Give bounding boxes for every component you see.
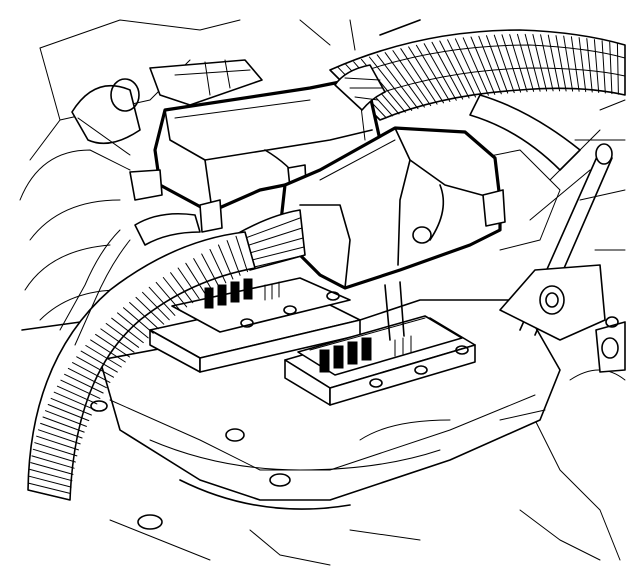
harness-rib: [148, 286, 176, 316]
harness-rib: [376, 54, 419, 110]
harness-rib: [431, 41, 464, 100]
harness-rib: [45, 410, 87, 427]
harness-rib: [185, 262, 207, 295]
harness-rib: [235, 235, 248, 273]
harness-rib: [60, 379, 101, 399]
harness-rib: [64, 373, 104, 394]
harness-rib: [117, 312, 149, 339]
harness-rib: [226, 240, 241, 276]
harness-rib: [142, 291, 170, 321]
harness-rib: [85, 345, 122, 368]
lower-right-connector: [278, 126, 506, 341]
harness-rib: [547, 34, 561, 92]
harness-rib: [72, 362, 111, 383]
harness-rib: [447, 39, 476, 98]
harness-rib: [47, 404, 90, 422]
right-pin-bank: [319, 335, 469, 388]
harness-rib: [478, 35, 502, 95]
harness-rib: [462, 37, 489, 96]
harness-rib: [218, 244, 234, 280]
harness-rib: [100, 328, 135, 353]
harness-rib: [540, 34, 554, 92]
harness-rib: [129, 302, 159, 330]
wire-bundle: [234, 209, 306, 271]
harness-rib: [501, 34, 522, 93]
harness-rib: [470, 36, 496, 95]
harness-rib: [105, 323, 140, 348]
harness-rib: [578, 37, 587, 93]
harness-rib: [111, 317, 144, 344]
harness-rib: [28, 475, 72, 488]
harness-rib: [493, 34, 515, 94]
harness-rib: [509, 34, 528, 93]
harness-rib: [90, 339, 126, 363]
harness-rib: [609, 41, 613, 95]
harness-rib: [486, 35, 509, 94]
harness-rib: [177, 267, 200, 300]
harness-rib: [244, 231, 256, 269]
connector-base-plates: [149, 277, 476, 406]
harness-rib: [563, 35, 574, 92]
harness-rib: [201, 253, 220, 288]
harness-rib: [532, 34, 548, 92]
harness-rib: [517, 33, 535, 92]
harness-rib: [40, 422, 83, 439]
harness-rib: [454, 38, 483, 97]
harness-rib: [524, 33, 541, 92]
harness-rib: [400, 48, 438, 105]
harness-rib: [570, 36, 580, 92]
harness-rib: [67, 367, 107, 389]
harness-rib: [27, 482, 71, 494]
harness-rib: [32, 448, 76, 463]
harness-rib: [53, 391, 95, 410]
harness-rib: [193, 258, 213, 291]
harness-rib: [38, 429, 81, 445]
harness-rib: [56, 385, 98, 405]
harness-rib: [408, 46, 444, 104]
harness-rib: [42, 416, 85, 433]
harness-rib: [586, 38, 593, 93]
harness-rib: [162, 277, 188, 308]
harness-rib: [555, 35, 567, 92]
harness-rib: [80, 350, 118, 373]
harness-rib: [27, 489, 71, 501]
harness-rib: [392, 50, 432, 107]
harness-rib: [170, 272, 194, 304]
harness-rib: [36, 435, 79, 451]
harness-rib: [423, 43, 457, 101]
harness-rib: [616, 43, 619, 95]
harness-rib: [31, 455, 75, 469]
harness-rib: [415, 44, 451, 102]
harness-rib: [135, 296, 165, 325]
harness-rib: [50, 397, 92, 416]
wiring-harness-main: [27, 212, 256, 501]
harness-rib: [34, 442, 78, 457]
harness-rib: [29, 468, 73, 482]
harness-rib: [209, 249, 227, 284]
harness-rib: [601, 40, 606, 94]
wiring-harness-upper: [329, 29, 626, 171]
harness-rib: [384, 52, 425, 108]
harness-rib: [439, 40, 470, 99]
harness-rib: [593, 39, 600, 93]
harness-rib: [76, 356, 114, 378]
harness-rib: [123, 307, 154, 334]
left-pin-bank: [204, 278, 340, 328]
harness-rib: [368, 56, 413, 111]
harness-rib: [95, 333, 131, 358]
harness-rib: [155, 281, 182, 312]
harness-rib: [30, 462, 74, 475]
right-components: [469, 143, 626, 373]
